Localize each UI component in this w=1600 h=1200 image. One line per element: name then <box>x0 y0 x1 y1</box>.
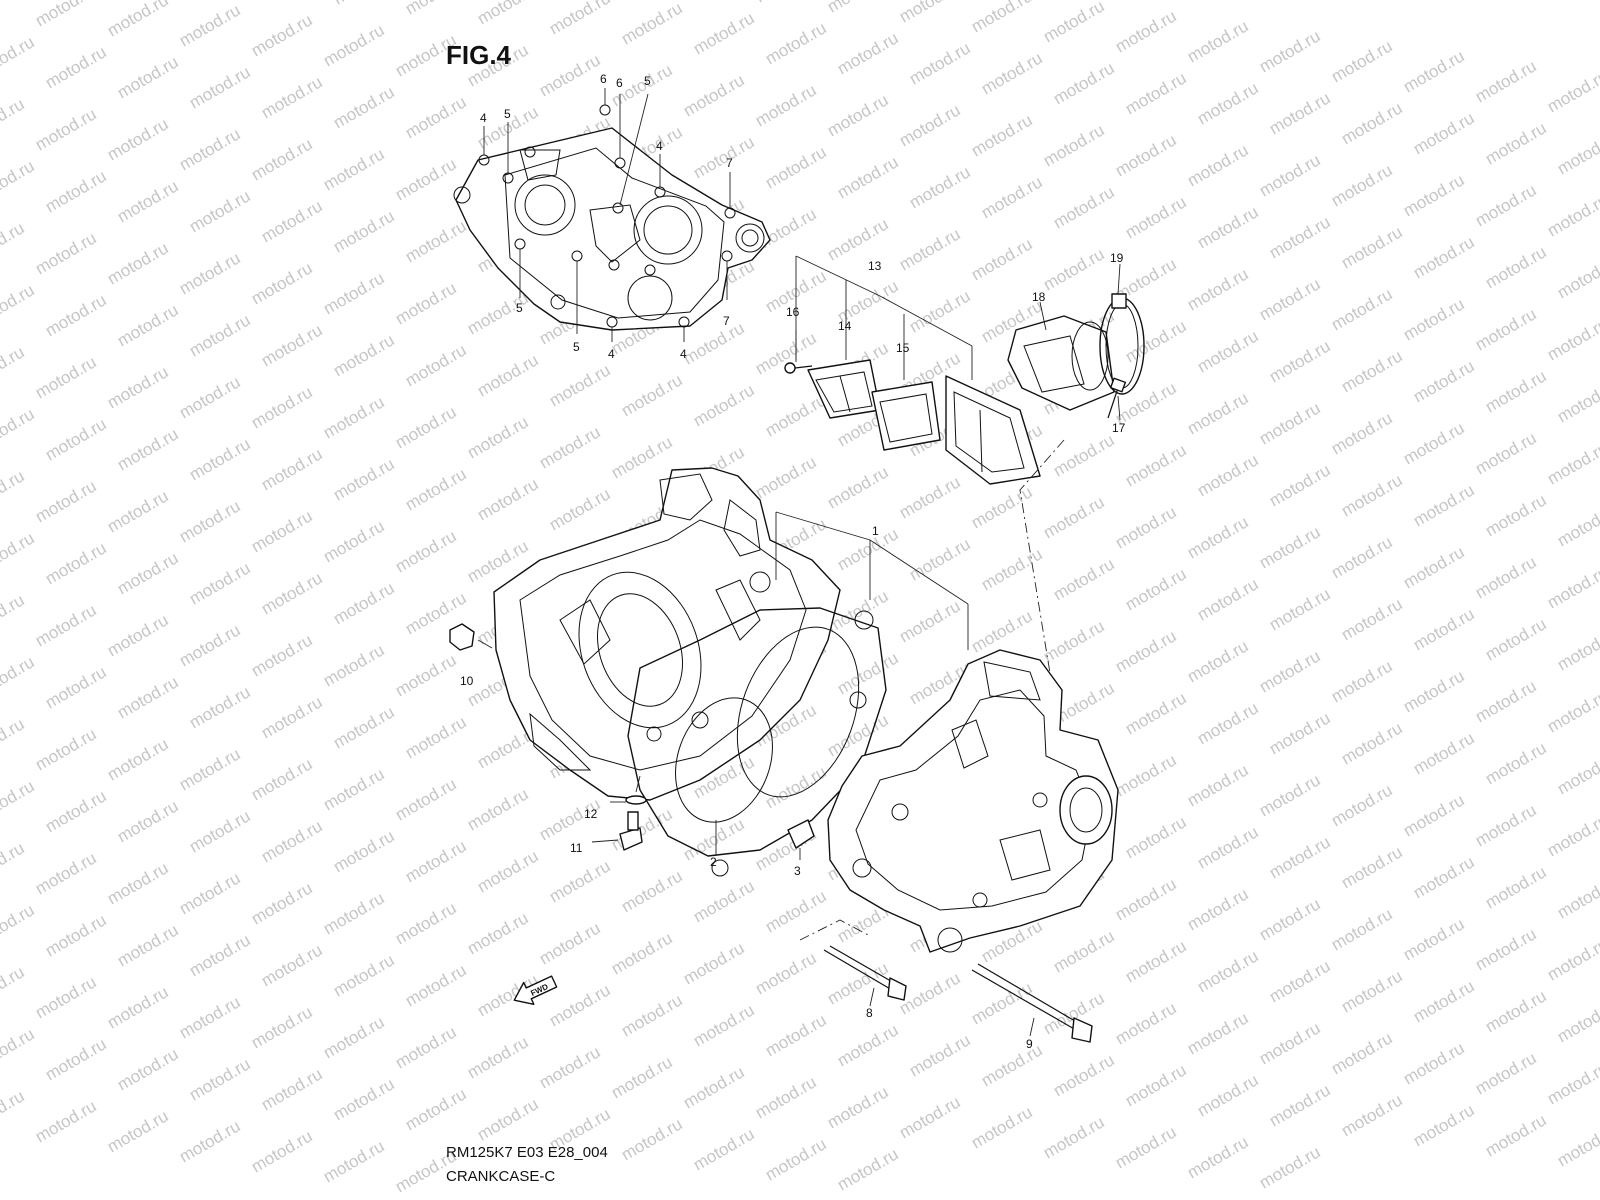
callout-2: 2 <box>710 855 717 869</box>
callout-3: 3 <box>794 864 801 878</box>
callout-9: 9 <box>1026 1037 1033 1051</box>
callout-11: 11 <box>570 841 583 855</box>
callout-8: 8 <box>866 1006 873 1020</box>
callout-1: 1 <box>872 524 879 538</box>
callout-15: 15 <box>896 341 910 355</box>
callout-16: 16 <box>786 305 800 319</box>
callout-5b: 5 <box>644 74 651 88</box>
callout-13: 13 <box>868 259 882 273</box>
callout-6a: 6 <box>600 72 607 86</box>
callout-5d: 5 <box>573 340 580 354</box>
callout-labels: 4 5 6 6 5 4 7 7 5 5 4 4 13 14 15 16 17 1… <box>460 72 1126 1051</box>
callout-7a: 7 <box>726 156 733 170</box>
callout-14: 14 <box>838 319 852 333</box>
fwd-arrow: FWD <box>513 975 558 1005</box>
callout-12: 12 <box>584 807 598 821</box>
inset-crankcase-half <box>453 88 771 342</box>
figure-title: FIG.4 <box>446 40 512 70</box>
callout-5a: 5 <box>504 107 511 121</box>
callout-4a: 4 <box>480 111 487 125</box>
callout-4d: 4 <box>680 347 687 361</box>
callout-4b: 4 <box>656 139 663 153</box>
callout-10: 10 <box>460 674 474 688</box>
callout-17: 17 <box>1112 421 1126 435</box>
callout-5c: 5 <box>516 301 523 315</box>
reed-valve-assembly <box>784 255 1145 723</box>
callout-4c: 4 <box>608 347 615 361</box>
callout-18: 18 <box>1032 290 1046 304</box>
callout-6b: 6 <box>616 76 623 90</box>
figure-code: RM125K7 E03 E28_004 <box>446 1144 608 1161</box>
crankcase-right-half <box>827 649 1119 953</box>
callout-7b: 7 <box>723 314 730 328</box>
small-parts <box>449 623 1093 1043</box>
crankcase-left-half <box>493 467 969 877</box>
figure-name: CRANKCASE-C <box>446 1168 556 1185</box>
callout-19: 19 <box>1110 251 1124 265</box>
